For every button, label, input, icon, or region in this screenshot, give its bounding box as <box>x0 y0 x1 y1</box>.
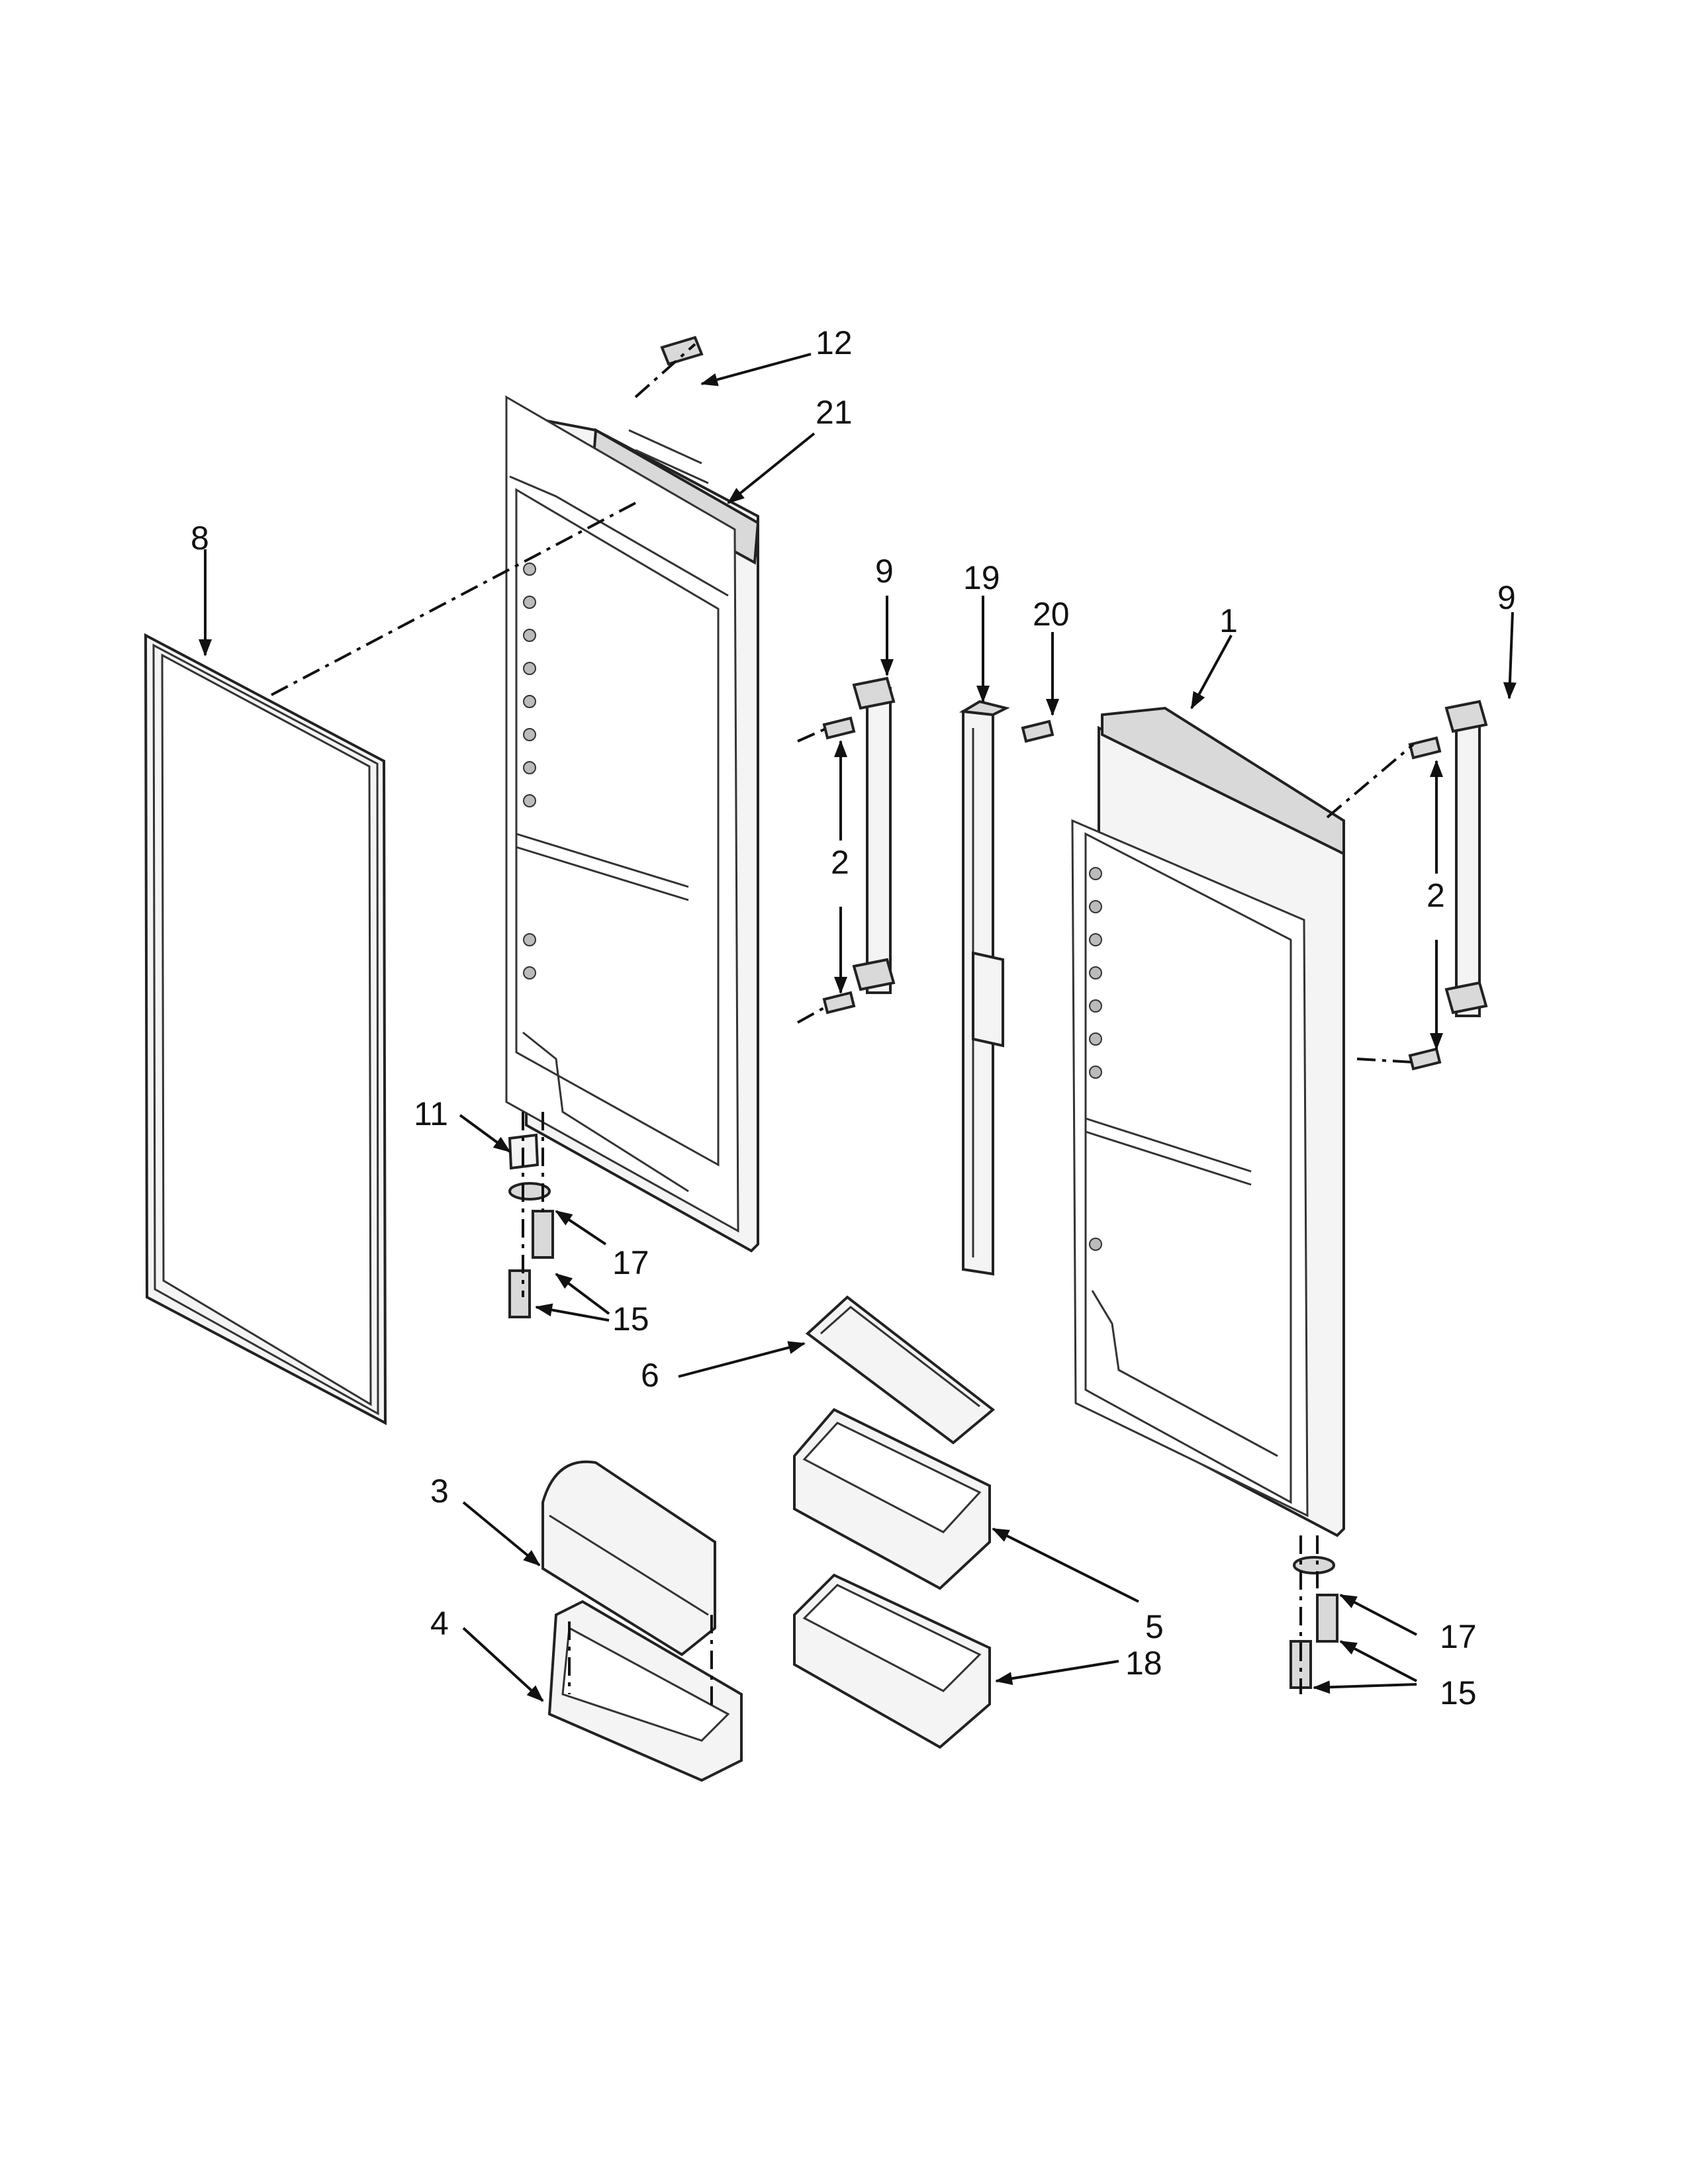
callout-9-left: 9 <box>875 553 894 590</box>
callout-15-left: 15 <box>612 1300 649 1338</box>
hinge-hardware-left <box>508 1133 554 1318</box>
callout-2-right: 2 <box>1427 877 1445 914</box>
center-mullion <box>959 700 1010 1276</box>
callout-20: 20 <box>1033 596 1070 633</box>
callout-6: 6 <box>641 1357 659 1394</box>
hinge-hardware-right <box>1289 1556 1338 1689</box>
callout-5: 5 <box>1145 1608 1164 1645</box>
callout-11: 11 <box>414 1095 448 1132</box>
callout-2-left: 2 <box>831 844 849 881</box>
dairy-bin <box>547 1600 743 1782</box>
callout-8: 8 <box>191 520 209 557</box>
callout-labels: 12 21 8 9 19 20 1 9 2 2 11 17 15 6 3 5 4… <box>191 324 1516 1711</box>
callout-17-right: 17 <box>1440 1618 1477 1655</box>
left-door-handle <box>852 676 896 994</box>
door-bin-small <box>793 1573 991 1749</box>
callout-1: 1 <box>1219 602 1238 639</box>
handle-screws <box>822 716 1442 1071</box>
door-shelf <box>805 1295 996 1445</box>
leader-arrows <box>199 353 1517 1702</box>
callout-3: 3 <box>430 1473 449 1510</box>
callout-19: 19 <box>963 559 1000 596</box>
right-door-handle <box>1444 700 1488 1017</box>
left-door-liner <box>505 395 760 1253</box>
dairy-door <box>541 1460 716 1657</box>
mullion-screw <box>1021 719 1055 743</box>
callout-18: 18 <box>1125 1645 1162 1682</box>
callout-12: 12 <box>816 324 853 361</box>
callout-9-right: 9 <box>1497 579 1516 616</box>
hinge-cap <box>660 336 704 366</box>
callout-4: 4 <box>430 1605 449 1642</box>
callout-17-left: 17 <box>612 1244 649 1281</box>
assembly-lines <box>271 343 1415 1707</box>
callout-15-right: 15 <box>1440 1674 1477 1711</box>
callout-21: 21 <box>816 394 853 431</box>
door-bin-large <box>793 1408 991 1590</box>
right-door-liner <box>1071 706 1345 1537</box>
door-gasket <box>144 633 387 1426</box>
